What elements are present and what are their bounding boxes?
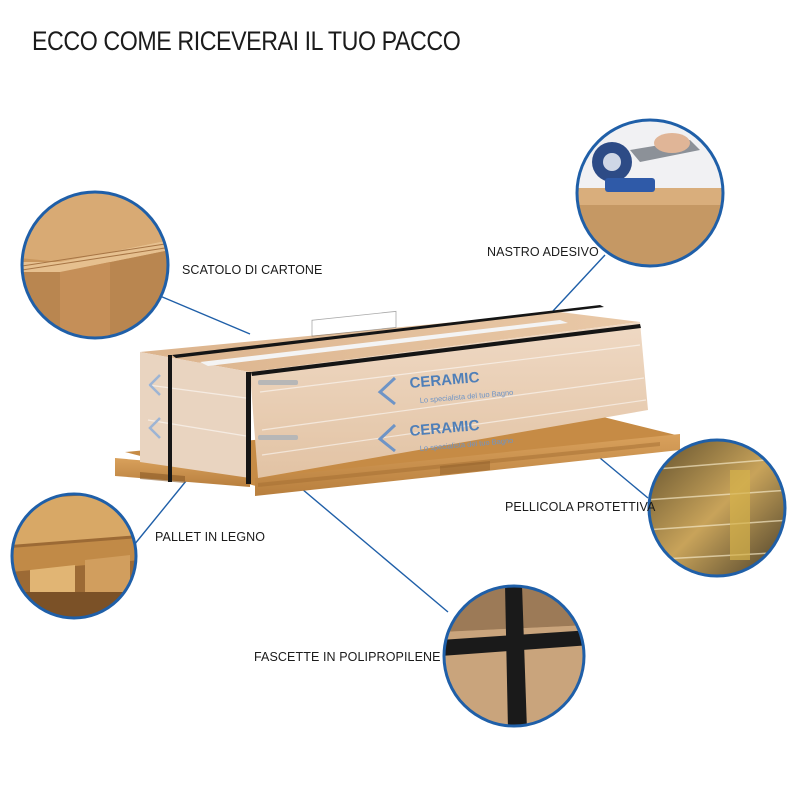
tape-dispenser-photo bbox=[575, 118, 725, 268]
label-nastro-adesivo: NASTRO ADESIVO bbox=[487, 245, 599, 259]
stretch-film-photo bbox=[647, 438, 787, 578]
brand-name-upper: CERAMIC bbox=[409, 369, 480, 392]
wooden-pallet-photo bbox=[10, 492, 138, 620]
label-pellicola-protettiva: PELLICOLA PROTETTIVA bbox=[505, 500, 656, 514]
polypropylene-straps bbox=[168, 305, 641, 484]
label-pallet-in-legno: PALLET IN LEGNO bbox=[155, 530, 266, 544]
brand-name-lower: CERAMIC bbox=[409, 417, 480, 440]
polypropylene-strap-photo bbox=[442, 584, 586, 728]
label-fascette-in-polipropilene: FASCETTE IN POLIPROPILENE bbox=[254, 650, 441, 664]
corrugated-cardboard-photo bbox=[20, 190, 170, 340]
cardboard-box: CERAMIC Lo specialista del tuo Bagno CER… bbox=[140, 305, 648, 484]
page-title: ECCO COME RICEVERAI IL TUO PACCO bbox=[32, 26, 461, 56]
label-scatolo-di-cartone: SCATOLO DI CARTONE bbox=[182, 263, 323, 277]
leader-line-cartone bbox=[159, 295, 251, 335]
leader-line-nastro bbox=[552, 254, 606, 312]
